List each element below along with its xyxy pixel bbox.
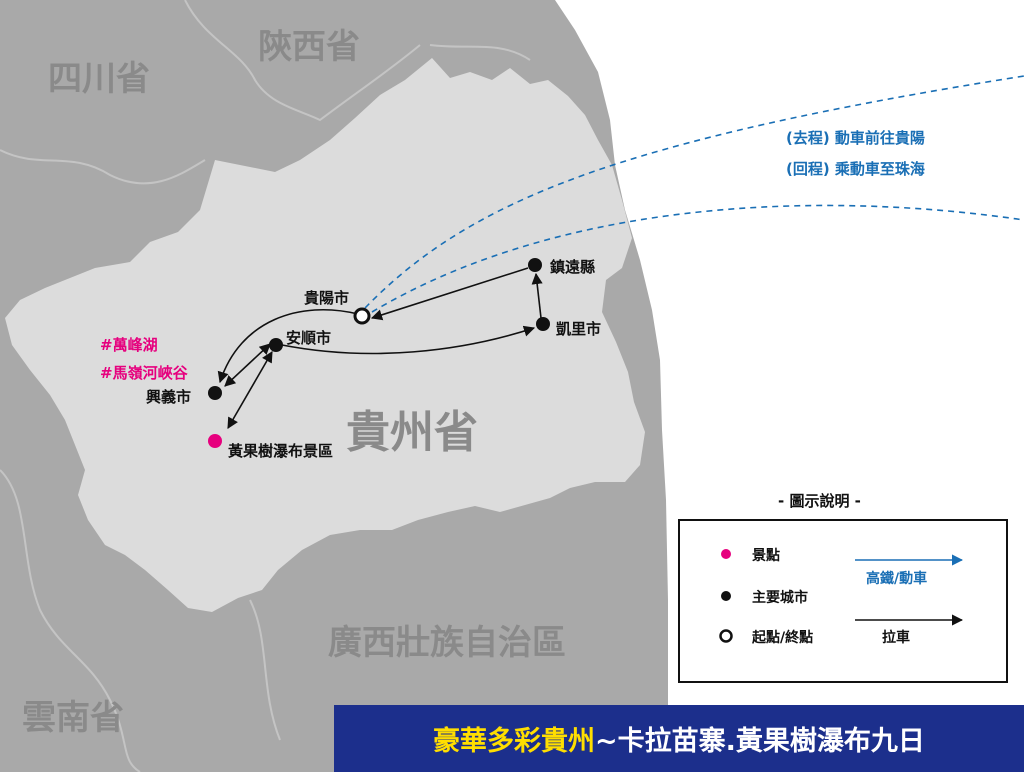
legend-box (678, 519, 1008, 683)
rail-route-return (371, 204, 1024, 313)
route-anshun-huangguoshu (227, 351, 273, 429)
city-label-kaili: 凱里市 (556, 320, 601, 338)
legend-major-city: 主要城市 (752, 589, 808, 606)
spot-marker-huangguoshu (208, 434, 222, 448)
region-label-guizhou: 貴州省 (346, 407, 478, 458)
route-kaili-zhenyuan (531, 272, 543, 319)
legend-scenic-spot: 景點 (752, 547, 780, 564)
city-label-guiyang: 貴陽市 (304, 289, 349, 307)
spot-label-wanfeng-lake: #萬峰湖 (100, 336, 158, 354)
region-label-yunnan: 雲南省 (22, 698, 124, 738)
city-marker-anshun (269, 338, 283, 352)
region-label-shaanxi: 陝西省 (258, 27, 360, 67)
legend-title: - 圖示說明 - (778, 492, 861, 510)
city-label-anshun: 安順市 (286, 329, 331, 347)
city-label-zhenyuan: 鎮遠縣 (550, 258, 595, 276)
region-label-sichuan: 四川省 (48, 59, 150, 99)
province-borders (0, 0, 531, 772)
spot-label-malinghe-canyon: #馬嶺河峽谷 (100, 364, 189, 382)
city-marker-zhenyuan (528, 258, 542, 272)
city-label-xingyi: 興義市 (146, 388, 191, 406)
coach-routes (217, 267, 543, 429)
tour-title-rest: ~卡拉苗寨.黃果樹瀑布九日 (595, 726, 925, 757)
legend-city-icon (721, 591, 731, 601)
route-anshun-kaili (281, 325, 536, 355)
legend-spot-icon (721, 549, 731, 559)
rail-note-return: (回程) 乘動車至珠海 (786, 160, 925, 178)
city-marker-kaili (536, 317, 550, 331)
legend-start-end: 起點/終點 (751, 629, 813, 646)
tour-title-banner: 豪華多彩貴州~卡拉苗寨.黃果樹瀑布九日 (334, 705, 1024, 772)
city-marker-guiyang (353, 307, 371, 325)
route-zhenyuan-guiyang (370, 267, 529, 321)
rail-route-outbound (364, 75, 1024, 309)
city-label-huangguoshu: 黃果樹瀑布景區 (228, 442, 333, 460)
legend: - 圖示說明 - 景點 主要城市 起點/終點 高鐵/動車 拉車 (678, 492, 1008, 683)
city-marker-xingyi (208, 386, 222, 400)
legend-coach: 拉車 (882, 629, 910, 646)
region-label-guangxi: 廣西壯族自治區 (328, 623, 566, 663)
legend-high-speed-rail: 高鐵/動車 (866, 570, 927, 587)
tour-title-highlight: 豪華多彩貴州 (433, 726, 596, 757)
legend-start-end-icon (719, 629, 733, 643)
rail-note-outbound: (去程) 動車前往貴陽 (786, 129, 925, 147)
guizhou-province (5, 58, 645, 612)
